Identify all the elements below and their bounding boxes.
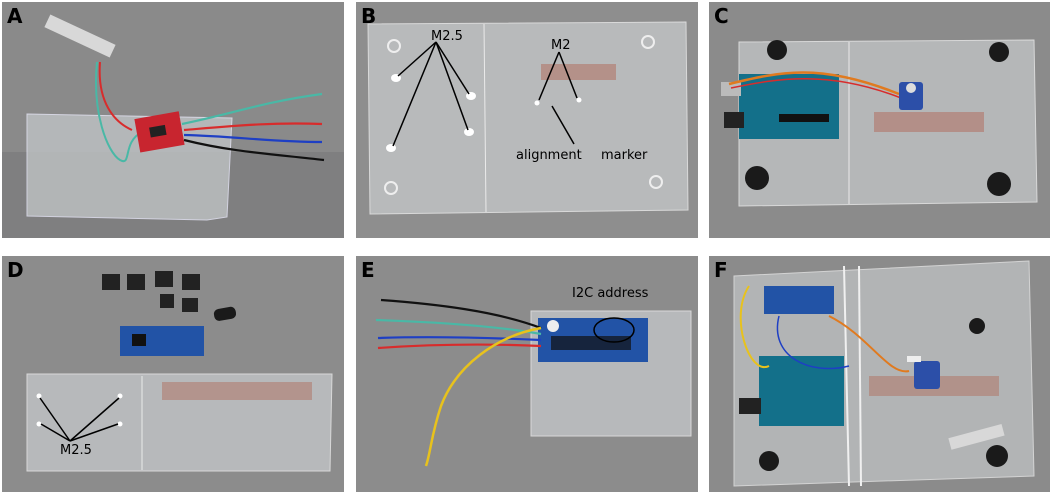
- m25-hole: [464, 128, 474, 136]
- panel-a-photo: [2, 2, 344, 238]
- m25-hole: [386, 144, 396, 152]
- label-m25: M2.5: [60, 443, 92, 458]
- panel-d-photo: [2, 256, 344, 492]
- rubber-foot: [969, 318, 985, 334]
- acrylic-plate: [367, 21, 689, 215]
- capacitor: [213, 306, 237, 321]
- load-cell: [44, 14, 116, 58]
- wire-red: [377, 343, 542, 350]
- pin-headers: [102, 271, 200, 312]
- i2c-address-circle: [593, 317, 635, 343]
- panel-e-photo: [356, 256, 698, 492]
- pwm-board: [764, 286, 834, 314]
- load-cell: [948, 423, 1005, 450]
- label-i2c-address: I2C address: [572, 286, 649, 301]
- wire-blue: [183, 133, 323, 144]
- panel-b-photo: [356, 2, 698, 238]
- panel-b: B M2.5 M2 alignment marker: [356, 2, 698, 238]
- panel-letter: B: [361, 4, 377, 28]
- wire-black: [380, 298, 542, 330]
- wire-red: [183, 122, 323, 132]
- rubber-foot: [987, 172, 1011, 196]
- wire-cyan: [181, 92, 323, 126]
- rubber-foot: [986, 445, 1008, 467]
- servo: [914, 361, 940, 389]
- wire-yellow: [424, 326, 542, 467]
- panel-letter: E: [361, 258, 375, 282]
- panel-e: E I2C address: [356, 256, 698, 492]
- panel-letter: A: [7, 4, 23, 28]
- m25-hole: [466, 92, 476, 100]
- wire-green: [95, 61, 143, 163]
- acrylic-enclosure: [733, 260, 1035, 487]
- panel-f: F: [709, 256, 1050, 492]
- label-m2: M2: [551, 38, 571, 53]
- rubber-foot: [989, 42, 1009, 62]
- servo: [899, 82, 923, 110]
- wire-red-load: [98, 61, 133, 131]
- wire-black: [183, 138, 325, 162]
- arduino-board: [759, 356, 844, 426]
- panel-letter: C: [714, 4, 729, 28]
- panel-letter: D: [7, 258, 24, 282]
- rubber-foot: [759, 451, 779, 471]
- panel-f-photo: [709, 256, 1050, 492]
- panel-c-photo: [709, 2, 1050, 238]
- label-marker: marker: [601, 148, 648, 163]
- panel-d: D M2.5: [2, 256, 344, 492]
- label-m25: M2.5: [431, 29, 463, 44]
- wire-blue: [377, 336, 542, 342]
- panel-letter: F: [714, 258, 728, 282]
- rubber-foot: [745, 166, 769, 190]
- rubber-foot: [767, 40, 787, 60]
- label-alignment: alignment: [516, 148, 582, 163]
- arduino-board: [739, 74, 839, 139]
- servo-wires: [728, 71, 900, 96]
- panel-c: C: [709, 2, 1050, 238]
- m2-hole: [576, 97, 582, 103]
- m2-hole: [534, 100, 540, 106]
- panel-a: A: [2, 2, 344, 238]
